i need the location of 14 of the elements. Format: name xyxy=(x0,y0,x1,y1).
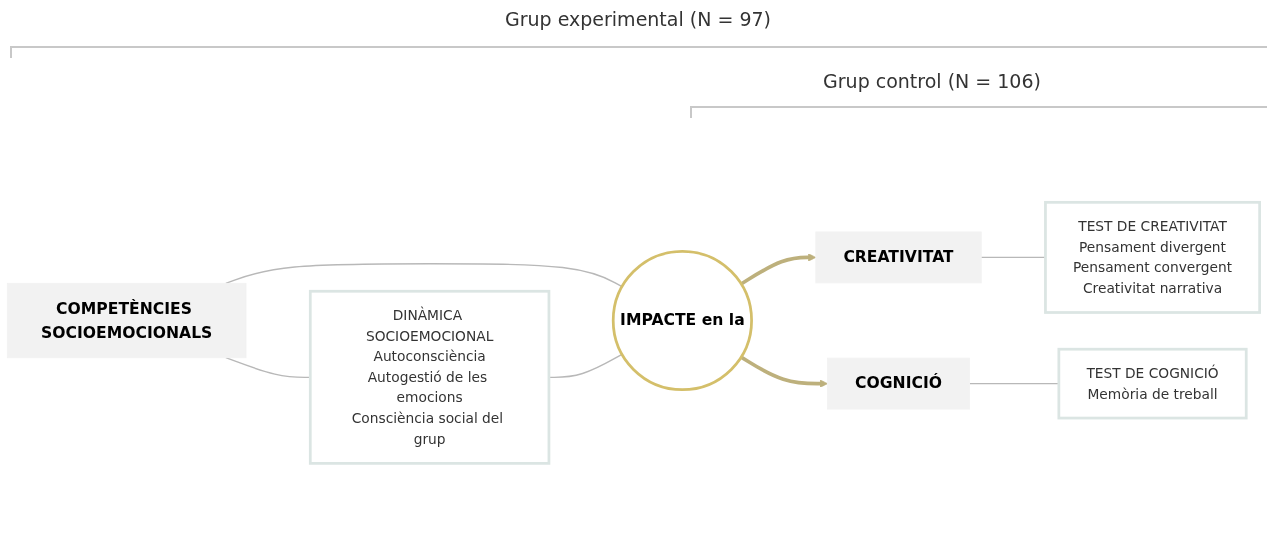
node-box xyxy=(815,231,982,283)
group-label: Grup control (N = 106) xyxy=(823,70,1041,92)
node-box xyxy=(1057,347,1248,420)
group-label: Grup experimental (N = 97) xyxy=(505,8,771,30)
connector xyxy=(225,356,311,378)
node-box xyxy=(1044,200,1261,314)
arrow xyxy=(740,253,817,286)
node-box xyxy=(6,282,247,358)
flowchart: COMPETÈNCIES SOCIOEMOCIONALS DINÀMICA SOCIOEMOCIONAL Autoconsciència Autogestió de les emocions Consciència social del grup IMPACTE en la CREATIVITAT TEST DE CREATIVITAT Pensament divergent Pensament convergent Creativitat narrativa COGNICIÓ TEST DE COGNICIÓ Memòria de treball xyxy=(0,194,1267,471)
node-box xyxy=(827,357,970,410)
arrow xyxy=(740,355,828,388)
node-circle xyxy=(611,249,753,391)
connector xyxy=(548,353,623,378)
node-box xyxy=(308,289,551,465)
